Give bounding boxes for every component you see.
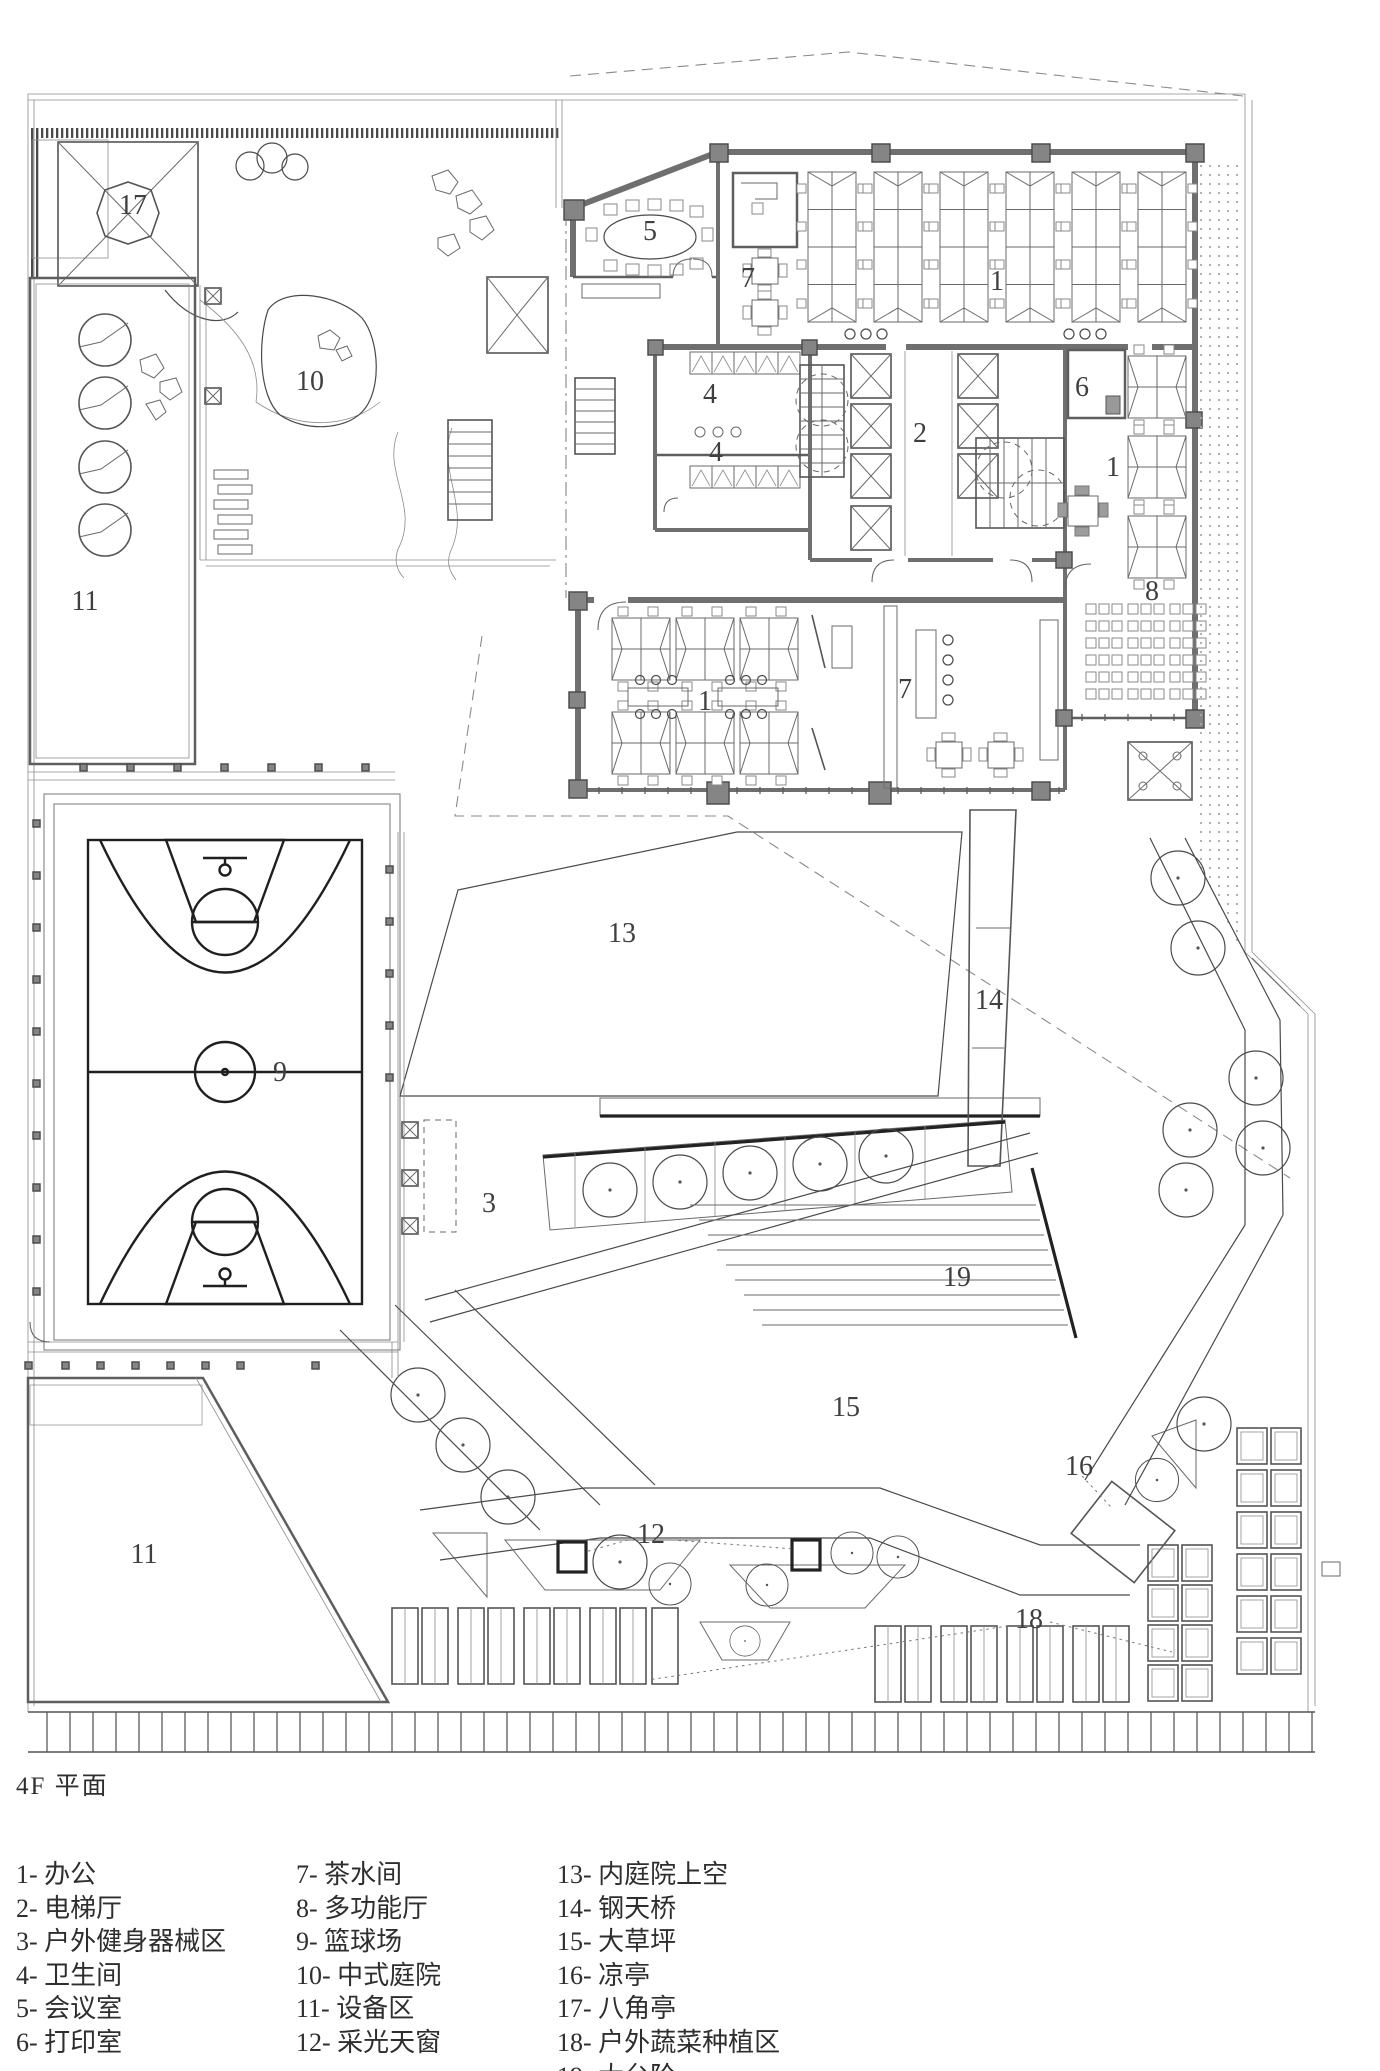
- plan-label-12: 12: [637, 1519, 665, 1550]
- property-dashed-line: [454, 635, 1291, 1179]
- terrace-southeast: [1127, 722, 1243, 955]
- meeting-room-5: [581, 198, 714, 299]
- octagonal-pavilion-17: [57, 141, 199, 287]
- plan-label-17: 17: [119, 190, 147, 221]
- vegetable-planting-18: [391, 1427, 1341, 1703]
- tea-room-7-lower: [883, 605, 1059, 789]
- plan-label-4: 4: [709, 437, 723, 468]
- building: [447, 143, 1243, 955]
- tree-band: [542, 1119, 1013, 1231]
- sheet-title: 4F 平面: [16, 1773, 109, 1800]
- brick-paving: [31, 139, 109, 259]
- plan-label-3: 3: [482, 1188, 496, 1219]
- exterior-stair: [447, 377, 616, 521]
- plan-label-11: 11: [131, 1539, 158, 1570]
- skylight-walk-12: [419, 1487, 1140, 1661]
- elevator-core-2: [795, 351, 1067, 583]
- plan-label-8: 8: [1145, 576, 1159, 607]
- rocks: [139, 169, 495, 421]
- site-boundary: [27, 51, 1316, 1753]
- plan-label-7: 7: [741, 263, 755, 294]
- print-room-6: [1066, 348, 1127, 420]
- columns: [563, 143, 1205, 805]
- walkways-east: [1084, 837, 1291, 1506]
- plan-label-16: 16: [1065, 1451, 1093, 1482]
- restrooms-4: [657, 351, 808, 513]
- leader-12: [584, 1539, 796, 1553]
- courtyard-13: [385, 831, 1041, 1342]
- office-1-top: [796, 171, 1198, 340]
- plan-label-14: 14: [975, 985, 1003, 1016]
- equipment-area-11-strip: [28, 276, 197, 766]
- pergola: [486, 276, 549, 354]
- plan-label-5: 5: [643, 216, 657, 247]
- plan-label-6: 6: [1075, 372, 1089, 403]
- stream-edge: [393, 431, 406, 579]
- equipment-plaza-11: [24, 1321, 399, 1704]
- grand-steps-19: [690, 1167, 1078, 1339]
- multifunction-hall-8: [1064, 563, 1207, 700]
- basketball-court-9: [43, 793, 401, 1351]
- plan-label-10: 10: [296, 366, 324, 397]
- property-dashed-line: [569, 51, 1244, 97]
- skylight: [556, 1538, 822, 1574]
- hedge-band: [35, 128, 560, 138]
- pavilion-16: [1070, 1419, 1197, 1584]
- steel-bridge-14: [967, 809, 1017, 1167]
- chinese-garden: [30, 100, 563, 581]
- office-room: [731, 171, 799, 249]
- pond: [261, 294, 377, 428]
- plan-label-15: 15: [832, 1392, 860, 1423]
- plan-label-2: 2: [913, 418, 927, 449]
- leader-18: [647, 1621, 1173, 1681]
- terrace-northeast: [1200, 158, 1242, 716]
- stepping-planks: [213, 469, 253, 555]
- office-1-lower: [597, 601, 853, 786]
- garden-path: [199, 299, 381, 424]
- stairwell: [975, 437, 1067, 529]
- plan-label-18: 18: [1015, 1604, 1043, 1635]
- plan-label-4: 4: [703, 379, 717, 410]
- plan-label-13: 13: [608, 918, 636, 949]
- plan-label-7: 7: [898, 674, 912, 705]
- plan-label-1: 1: [990, 266, 1004, 297]
- walkway-posts: [32, 763, 370, 1296]
- plan-label-11: 11: [72, 586, 99, 617]
- leader-16: [1081, 1475, 1113, 1509]
- plan-label-1: 1: [698, 686, 712, 717]
- plan-label-19: 19: [943, 1262, 971, 1293]
- stairwell: [795, 364, 849, 478]
- ramp: [424, 1132, 1039, 1323]
- plan-label-1: 1: [1106, 452, 1120, 483]
- walkway-southwest: [339, 1289, 656, 1599]
- plan-label-9: 9: [273, 1057, 287, 1088]
- fitness-area-3: [401, 1119, 457, 1235]
- shrub: [235, 142, 309, 181]
- garden-walk-edge: [199, 285, 556, 567]
